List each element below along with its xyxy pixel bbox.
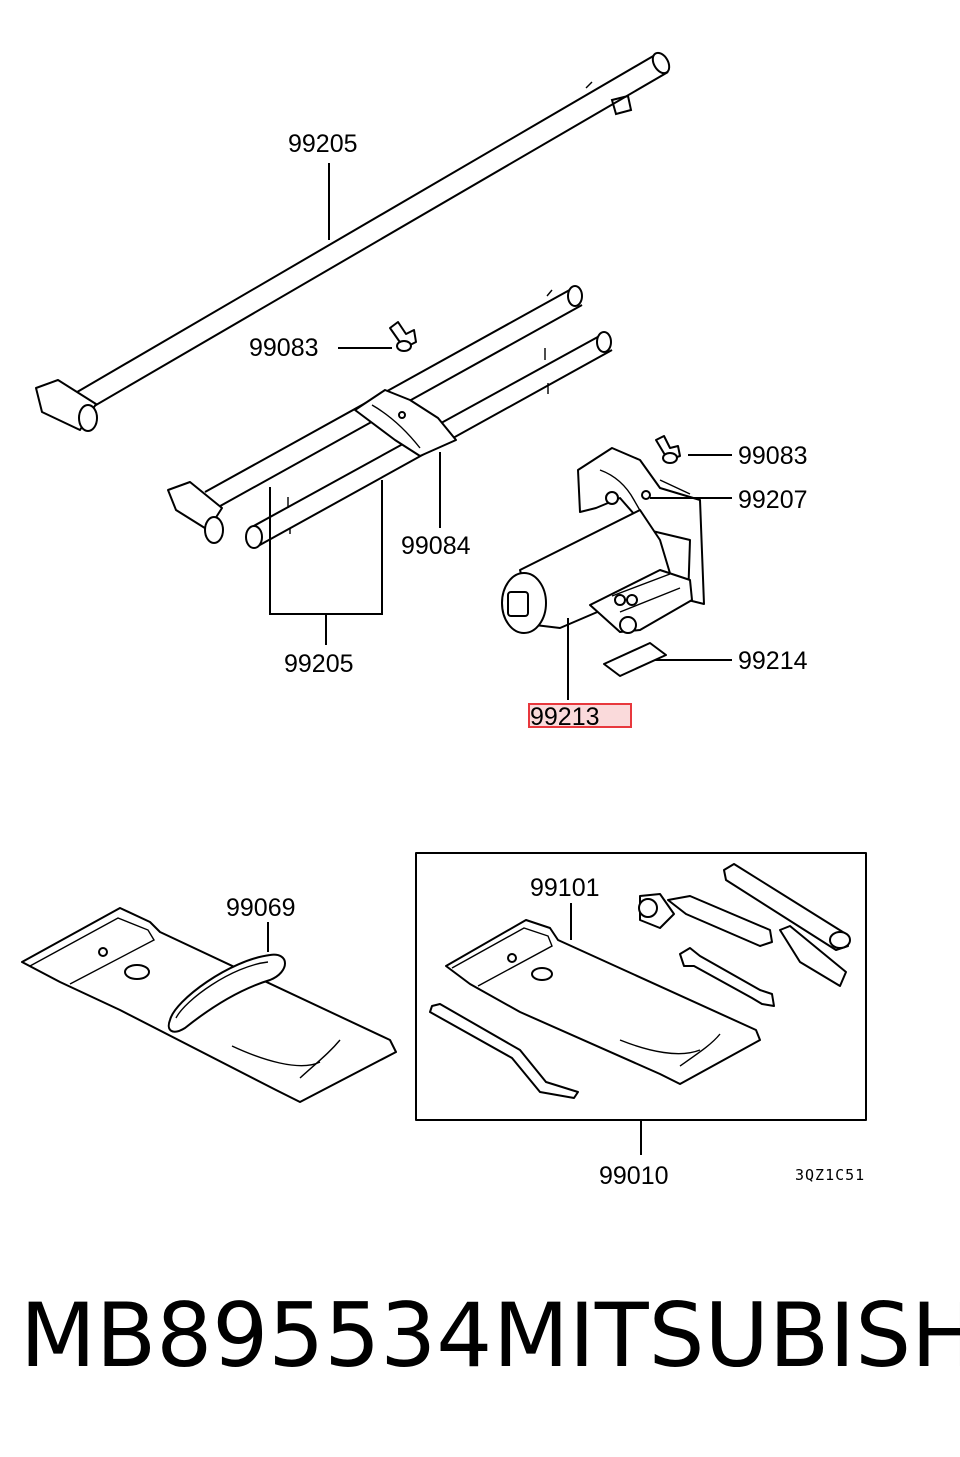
callout-tool-bag: 99069 <box>226 894 296 922</box>
callout-bag-set: 99101 <box>530 874 600 902</box>
callout-handle-top: 99205 <box>288 130 358 158</box>
callout-wing-bolt-right: 99083 <box>738 442 808 470</box>
wing-bolt-left <box>389 321 417 352</box>
callout-handle-bottom: 99205 <box>284 650 354 678</box>
wing-bolt-right <box>655 435 681 464</box>
scissor-jack <box>501 509 693 634</box>
highlight-box <box>528 703 632 728</box>
callout-pad: 99214 <box>738 647 808 675</box>
jack-handle-long <box>35 51 671 432</box>
leader-lines-upper <box>269 163 732 700</box>
part-number: MB895534 <box>20 1284 492 1387</box>
callout-bracket: 99207 <box>738 486 808 514</box>
tool-bag <box>21 907 397 1103</box>
callout-clamp: 99084 <box>401 532 471 560</box>
tool-kit-box <box>415 852 867 1155</box>
callout-jack: 99213 <box>530 703 600 731</box>
callout-wing-bolt-left: 99083 <box>249 334 319 362</box>
handle-clamp <box>354 389 457 457</box>
diagram-code: 3QZ1C51 <box>795 1166 865 1184</box>
jack-pad <box>603 642 667 677</box>
callout-tool-kit: 99010 <box>599 1162 669 1190</box>
brand-name: MITSUBISHI <box>493 1284 960 1387</box>
